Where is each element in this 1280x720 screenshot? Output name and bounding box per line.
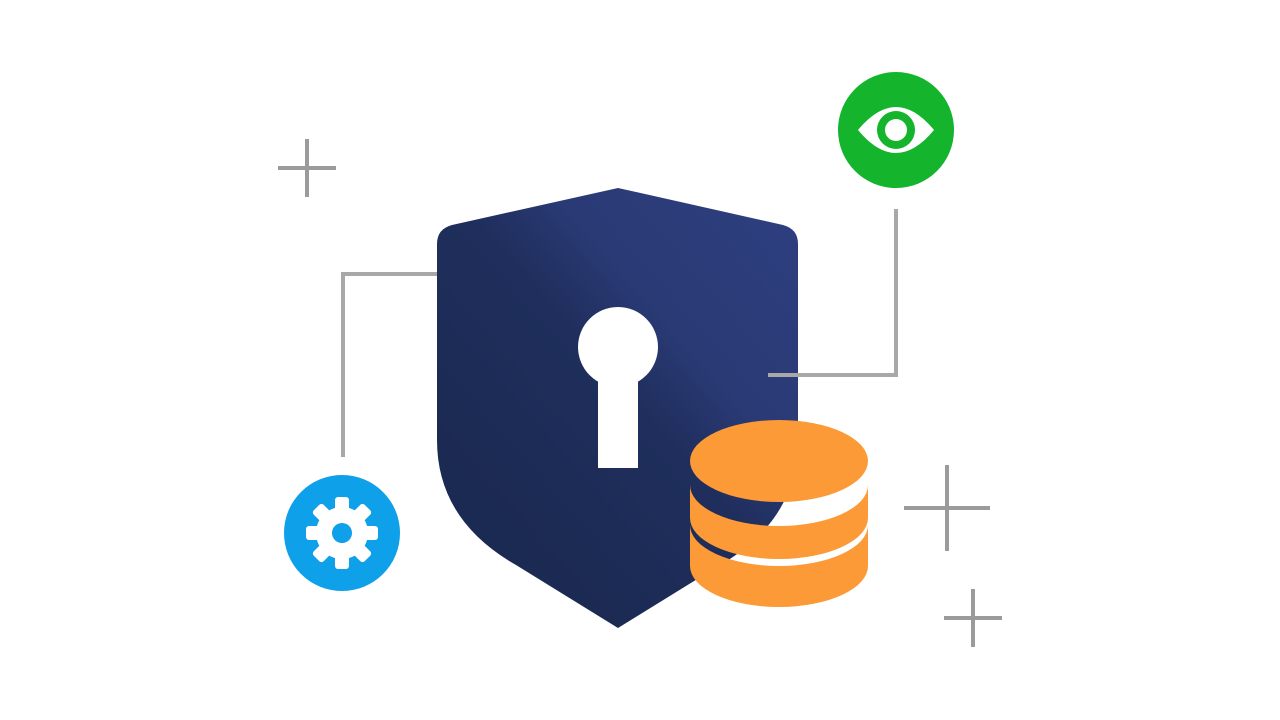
eye-badge[interactable] [838, 72, 954, 188]
keyhole-icon [578, 307, 658, 468]
connector-line-eye [768, 209, 898, 377]
plus-icon [278, 139, 336, 197]
database-icon [690, 420, 868, 607]
plus-icon [904, 465, 990, 551]
gear-icon [306, 497, 378, 569]
eye-icon [858, 107, 934, 153]
gear-badge[interactable] [284, 475, 400, 591]
plus-icon [944, 589, 1002, 647]
